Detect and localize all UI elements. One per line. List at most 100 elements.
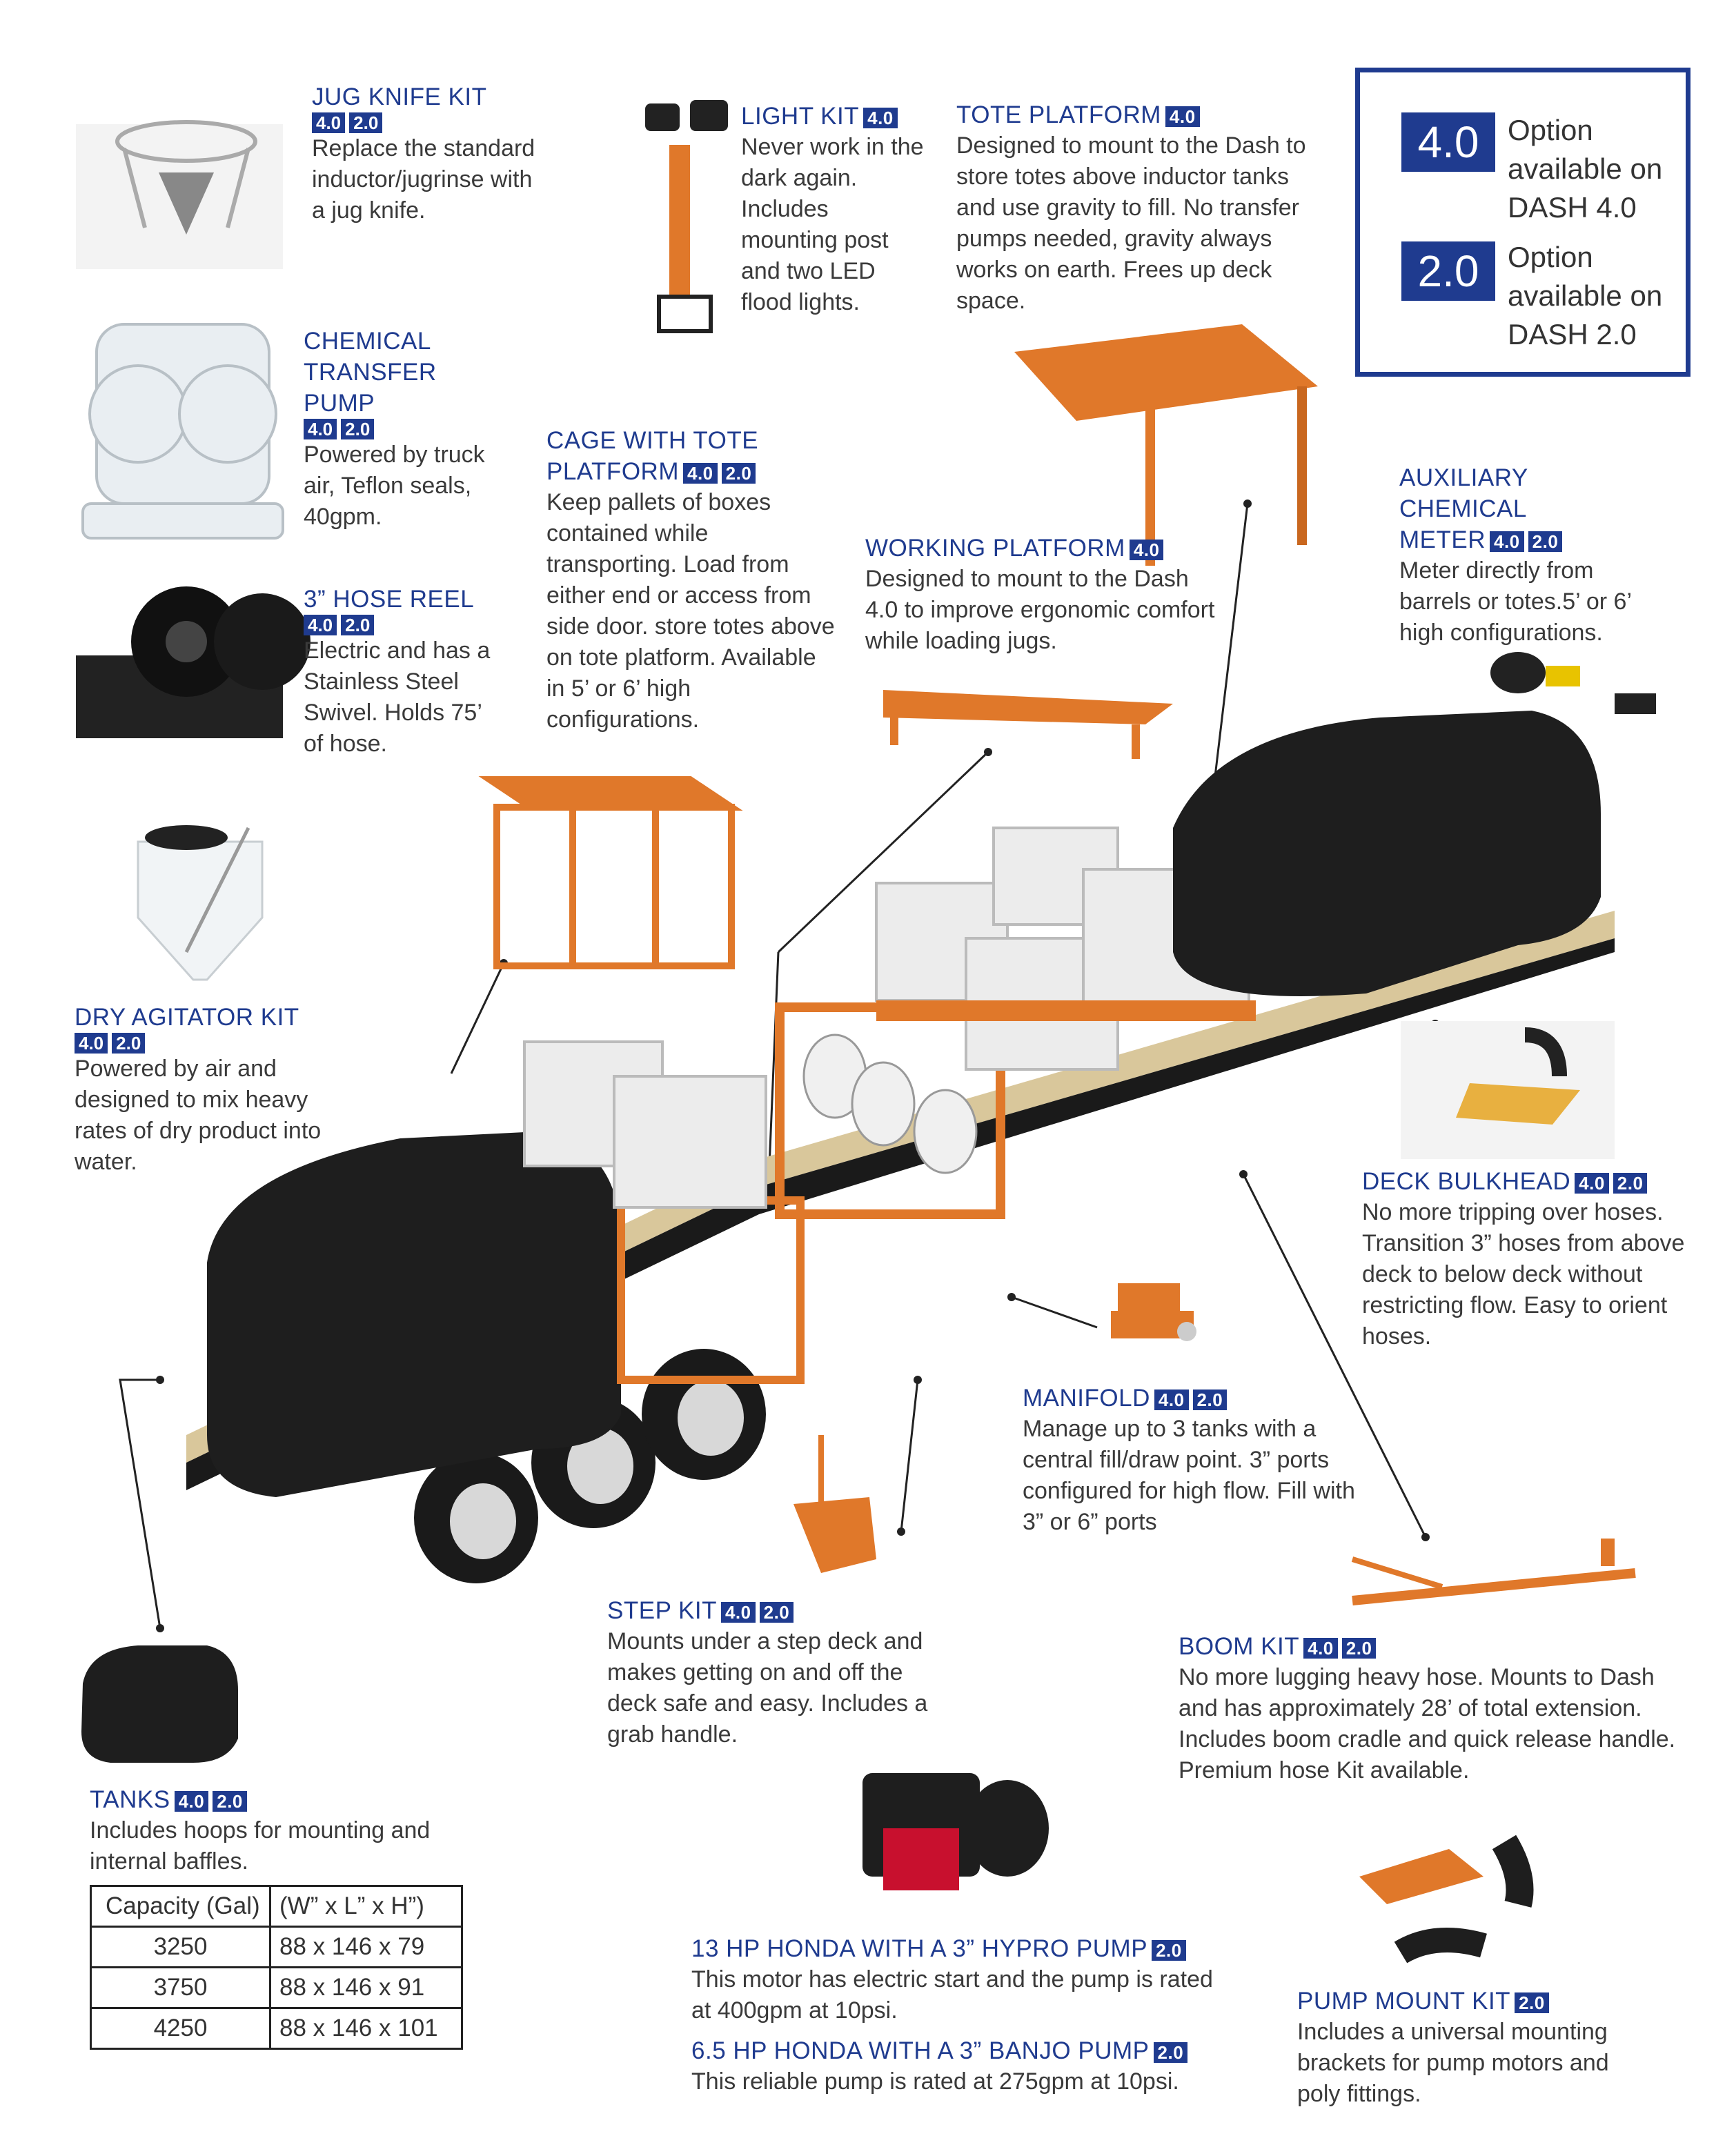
badge-2-0: 2.0 bbox=[349, 112, 383, 133]
step-kit-body: Mounts under a step deck and makes getti… bbox=[607, 1628, 928, 1748]
aux-meter-body: Meter directly from barrels or totes.5’ … bbox=[1399, 557, 1631, 646]
badge-4-0: 4.0 bbox=[1154, 1389, 1189, 1410]
transfer-pump-title-1: CHEMICAL bbox=[304, 328, 431, 355]
cage-title-2: PLATFORM bbox=[546, 458, 679, 485]
badge-4-0: 4.0 bbox=[304, 419, 337, 439]
badge-2-0: 2.0 bbox=[1528, 531, 1563, 552]
table-cell: 88 x 146 x 91 bbox=[269, 1966, 463, 2009]
cage-title-1: CAGE WITH TOTE bbox=[546, 427, 759, 454]
table-header-dimensions: (W” x L” x H”) bbox=[269, 1885, 463, 1928]
honda13-body: This motor has electric start and the pu… bbox=[691, 1966, 1213, 2024]
honda65-body: This reliable pump is rated at 275gpm at… bbox=[691, 2068, 1179, 2095]
badge-2-0: 2.0 bbox=[1192, 1389, 1228, 1410]
badge-2-0: 2.0 bbox=[1153, 2041, 1188, 2063]
tanks-title: TANKS bbox=[90, 1786, 170, 1813]
table-cell: 3750 bbox=[90, 1966, 271, 2009]
table-header-capacity: Capacity (Gal) bbox=[90, 1885, 271, 1928]
hose-reel-title: 3” HOSE REEL bbox=[304, 586, 475, 613]
badge-4-0: 4.0 bbox=[1303, 1637, 1338, 1659]
badge-4-0: 4.0 bbox=[304, 615, 337, 635]
manifold-title: MANIFOLD bbox=[1023, 1385, 1150, 1412]
badge-2-0: 2.0 bbox=[341, 615, 375, 635]
table-row: 3750 88 x 146 x 91 bbox=[90, 1966, 463, 2009]
manifold-body: Manage up to 3 tanks with a central fill… bbox=[1023, 1416, 1355, 1535]
badge-2-0: 2.0 bbox=[341, 419, 375, 439]
pump-mount-body: Includes a universal mounting brackets f… bbox=[1297, 2019, 1609, 2107]
deck-bulkhead-body: No more tripping over hoses. Transition … bbox=[1362, 1199, 1685, 1349]
badge-4-0: 4.0 bbox=[1129, 539, 1164, 560]
table-header-row: Capacity (Gal) (W” x L” x H”) bbox=[90, 1885, 463, 1928]
light-kit-body: Never work in the dark again. Includes m… bbox=[741, 134, 924, 315]
legend-text-2-0: Option available on DASH 2.0 bbox=[1508, 241, 1663, 350]
light-kit-title: LIGHT KIT bbox=[741, 103, 860, 130]
badge-4-0: 4.0 bbox=[720, 1601, 756, 1623]
aux-meter-title-1: AUXILIARY CHEMICAL bbox=[1399, 464, 1528, 522]
legend-badge-2-0: 2.0 bbox=[1401, 241, 1495, 301]
jug-knife-image bbox=[76, 120, 283, 269]
badge-4-0: 4.0 bbox=[682, 462, 718, 484]
badge-4-0: 4.0 bbox=[1575, 1172, 1609, 1194]
step-kit-title: STEP KIT bbox=[607, 1597, 717, 1624]
tank-image bbox=[81, 1645, 238, 1763]
badge-2-0: 2.0 bbox=[1341, 1637, 1377, 1659]
jug-knife-body: Replace the standard inductor/jugrinse w… bbox=[312, 135, 535, 224]
badge-4-0: 4.0 bbox=[863, 107, 898, 128]
light-kit-image bbox=[645, 100, 728, 333]
cage-body: Keep pallets of boxes contained while tr… bbox=[546, 489, 835, 733]
working-platform-title: WORKING PLATFORM bbox=[865, 535, 1125, 562]
badge-4-0: 4.0 bbox=[174, 1790, 209, 1812]
badge-2-0: 2.0 bbox=[721, 462, 756, 484]
deck-bulkhead-title: DECK BULKHEAD bbox=[1362, 1168, 1571, 1195]
transfer-pump-body: Powered by truck air, Teflon seals, 40gp… bbox=[304, 442, 485, 530]
working-platform-body: Designed to mount to the Dash 4.0 to imp… bbox=[865, 566, 1215, 654]
cage-image bbox=[478, 776, 743, 969]
badge-2-0: 2.0 bbox=[759, 1601, 794, 1623]
deck-bulkhead-image bbox=[1401, 1021, 1615, 1159]
table-row: 4250 88 x 146 x 101 bbox=[90, 2007, 463, 2050]
badge-2-0: 2.0 bbox=[1515, 1992, 1549, 2013]
table-cell: 4250 bbox=[90, 2007, 271, 2050]
badge-4-0: 4.0 bbox=[75, 1033, 108, 1054]
tote-platform-image bbox=[1014, 324, 1318, 566]
honda65-title: 6.5 HP HONDA WITH A 3” BANJO PUMP bbox=[691, 2037, 1150, 2064]
aux-meter-image bbox=[1490, 652, 1656, 714]
legend-text-4-0: Option available on DASH 4.0 bbox=[1508, 114, 1663, 224]
jug-knife-title: JUG KNIFE KIT bbox=[312, 83, 487, 110]
tote-platform-title: TOTE PLATFORM bbox=[956, 101, 1161, 128]
honda-engine-image bbox=[862, 1773, 1049, 1890]
manifold-image bbox=[1111, 1283, 1196, 1341]
legend-badge-4-0: 4.0 bbox=[1401, 112, 1495, 172]
table-cell: 88 x 146 x 101 bbox=[269, 2007, 463, 2050]
honda13-title: 13 HP HONDA WITH A 3” HYPRO PUMP bbox=[691, 1935, 1148, 1962]
table-row: 3250 88 x 146 x 79 bbox=[90, 1926, 463, 1968]
table-cell: 3250 bbox=[90, 1926, 271, 1968]
dry-agitator-body: Powered by air and designed to mix heavy… bbox=[75, 1056, 322, 1175]
step-kit-image bbox=[793, 1435, 876, 1573]
boom-kit-title: BOOM KIT bbox=[1179, 1633, 1300, 1660]
badge-2-0: 2.0 bbox=[1152, 1939, 1186, 1961]
badge-2-0: 2.0 bbox=[112, 1033, 146, 1054]
boom-kit-body: No more lugging heavy hose. Mounts to Da… bbox=[1179, 1664, 1676, 1783]
hose-reel-body: Electric and has a Stainless Steel Swive… bbox=[304, 637, 491, 757]
boom-kit-image bbox=[1351, 1539, 1636, 1605]
tank-capacity-table: Capacity (Gal) (W” x L” x H”) 3250 88 x … bbox=[90, 1885, 463, 2050]
transfer-pump-title-2: TRANSFER PUMP bbox=[304, 359, 437, 417]
trailer-image bbox=[186, 711, 1615, 1583]
badge-4-0: 4.0 bbox=[1490, 531, 1524, 552]
badge-2-0: 2.0 bbox=[213, 1790, 247, 1812]
dry-agitator-image bbox=[137, 825, 264, 981]
badge-4-0: 4.0 bbox=[1165, 106, 1200, 127]
tanks-body: Includes hoops for mounting and internal… bbox=[90, 1817, 431, 1875]
